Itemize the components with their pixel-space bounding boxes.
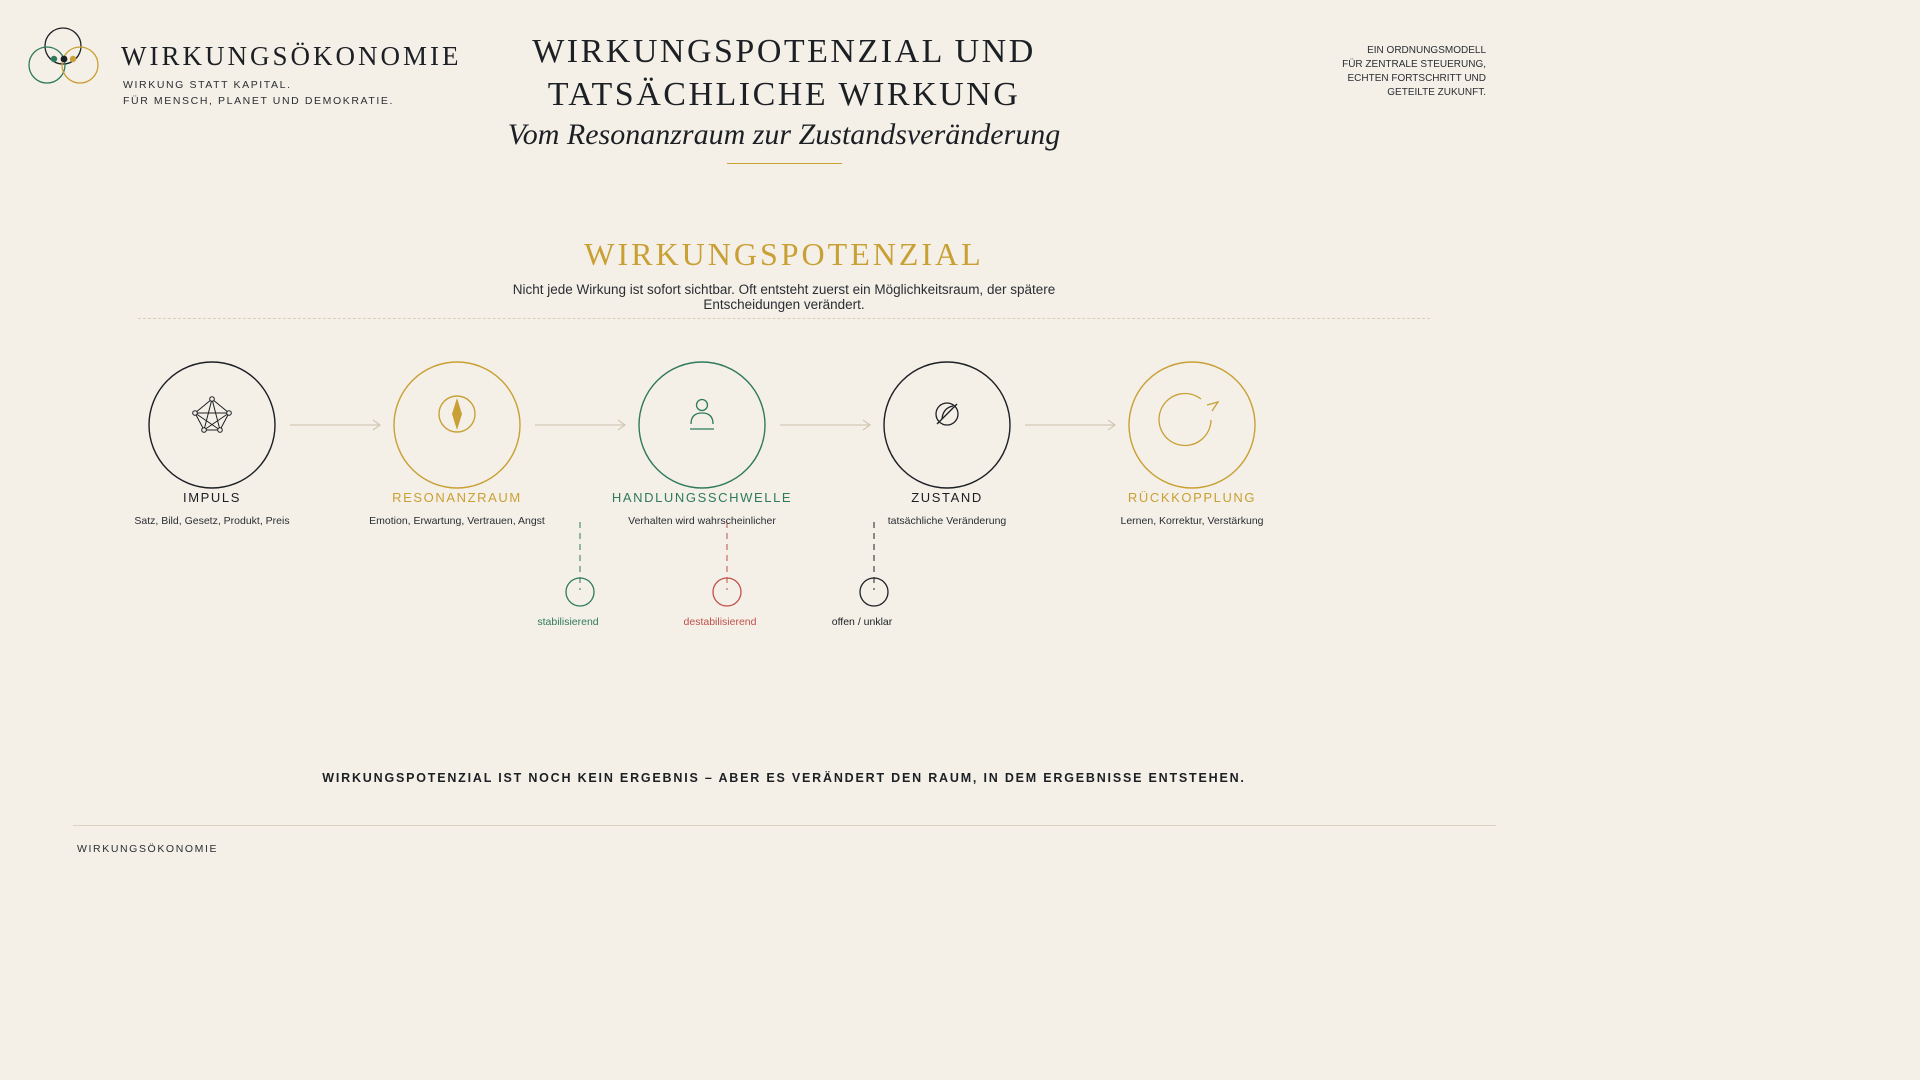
stage-label-handlungsschwelle: HANDLUNGSSCHWELLE [611, 490, 793, 505]
brand-tagline-1: WIRKUNG STATT KAPITAL. [123, 79, 292, 91]
outcome-circle-stabilisierend [565, 577, 595, 607]
right-note-line: ECHTEN FORTSCHRITT UND [1347, 73, 1486, 84]
page-title: WIRKUNGSPOTENZIAL UND TATSÄCHLICHE WIRKU… [484, 30, 1084, 116]
flow-arrow [1025, 419, 1117, 431]
section-description: Nicht jede Wirkung ist sofort sichtbar. … [512, 282, 1056, 312]
compass-icon [438, 395, 476, 433]
outcome-label-destabilisierend: destabilisierend [683, 616, 757, 628]
page-title-line-2: TATSÄCHLICHE WIRKUNG [547, 76, 1021, 113]
stage-circle-resonanzraum [393, 361, 521, 489]
outcome-label-stabilisierend: stabilisierend [537, 616, 599, 628]
outcome-circle-destabilisierend [712, 577, 742, 607]
right-note-line: FÜR ZENTRALE STEUERUNG, [1342, 59, 1486, 70]
network-icon [192, 396, 232, 433]
stage-label-resonanzraum: RESONANZRAUM [392, 490, 522, 505]
stage-label-impuls: IMPULS [182, 490, 241, 505]
outcome-circle-offen [859, 577, 889, 607]
stage-description-rueckkopplung: Lernen, Korrektur, Verstärkung [1120, 515, 1264, 527]
right-note: EIN ORDNUNGSMODELL FÜR ZENTRALE STEUERUN… [1290, 44, 1486, 100]
section-heading: WIRKUNGSPOTENZIAL [584, 236, 984, 272]
stage-label-zustand: ZUSTAND [911, 490, 983, 505]
stage-circle-handlungsschwelle [638, 361, 766, 489]
title-divider [727, 163, 842, 164]
stage-circle-zustand [883, 361, 1011, 489]
person-icon [690, 398, 714, 430]
brand-name: WIRKUNGSÖKONOMIE [121, 41, 462, 71]
flow-arrow [780, 419, 872, 431]
brand-logo-icon [28, 27, 99, 84]
right-note-line: GETEILTE ZUKUNFT. [1387, 87, 1486, 98]
stage-label-rueckkopplung: RÜCKKOPPLUNG [1127, 490, 1257, 505]
page-subtitle: Vom Resonanzraum zur Zustandsveränderung [507, 118, 1061, 151]
brand-tagline-2: FÜR MENSCH, PLANET UND DEMOKRATIE. [123, 95, 395, 107]
footer-divider [73, 825, 1496, 826]
cycle-icon [1158, 392, 1220, 447]
outcome-label-offen: offen / unklar [831, 616, 893, 628]
right-note-line: EIN ORDNUNGSMODELL [1367, 45, 1486, 56]
stage-description-resonanzraum: Emotion, Erwartung, Vertrauen, Angst [369, 515, 545, 527]
stage-circle-impuls [148, 361, 276, 489]
stage-description-handlungsschwelle: Verhalten wird wahrscheinlicher [628, 515, 776, 527]
flow-diagram [148, 361, 1256, 607]
leaf-icon [935, 402, 959, 426]
page-title-line-1: WIRKUNGSPOTENZIAL UND [532, 33, 1036, 70]
flow-arrow [290, 419, 382, 431]
tagline: WIRKUNGSPOTENZIAL IST NOCH KEIN ERGEBNIS… [322, 771, 1246, 785]
flow-arrow [535, 419, 627, 431]
footer-brand-name: WIRKUNGSÖKONOMIE [77, 843, 219, 855]
stage-description-impuls: Satz, Bild, Gesetz, Produkt, Preis [134, 515, 290, 527]
stage-circle-rueckkopplung [1128, 361, 1256, 489]
section-divider [138, 318, 1430, 319]
stage-description-zustand: tatsächliche Veränderung [887, 515, 1007, 527]
